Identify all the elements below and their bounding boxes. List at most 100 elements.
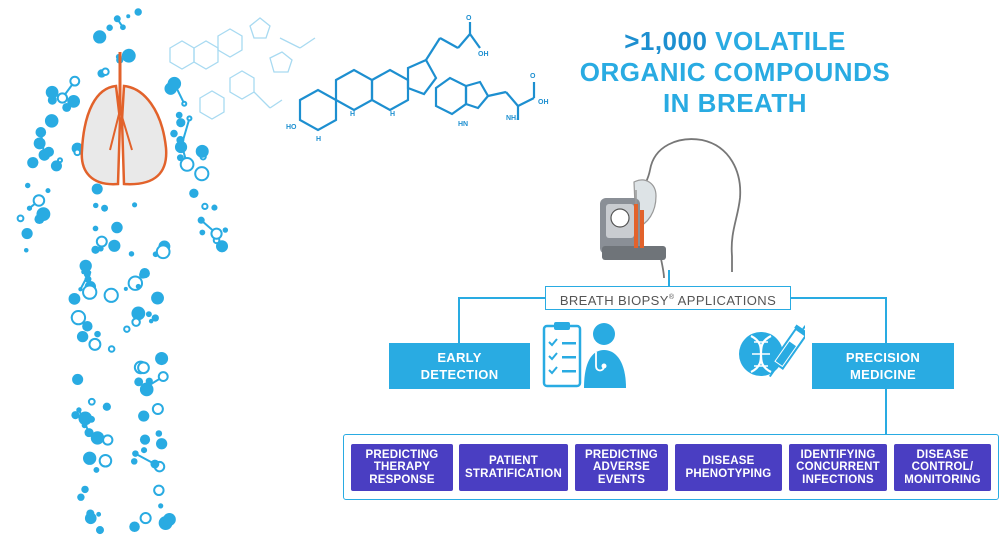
figure-node <box>113 15 121 23</box>
figure-node <box>106 24 113 32</box>
figure-node <box>88 337 102 351</box>
molecule-label-nh2: NH₂ <box>506 115 519 122</box>
figure-node <box>189 188 199 198</box>
figure-node <box>199 229 206 236</box>
figure-node <box>67 95 81 108</box>
figure-node <box>93 466 100 473</box>
figure-node <box>139 382 154 397</box>
figure-node <box>107 345 116 353</box>
category-precision-medicine: PRECISION MEDICINE <box>812 343 954 389</box>
figure-node <box>132 450 139 457</box>
figure-node <box>44 114 59 128</box>
figure-node <box>155 430 163 437</box>
figure-node <box>70 309 87 326</box>
figure-node <box>71 411 80 420</box>
figure-node <box>121 48 136 63</box>
headline: >1,000 VOLATILE ORGANIC COMPOUNDS IN BRE… <box>560 26 910 119</box>
figure-node <box>186 115 193 122</box>
figure-node <box>176 136 185 145</box>
figure-node <box>101 204 109 212</box>
figure-node <box>87 397 96 406</box>
figure-node <box>195 144 209 158</box>
outcome-identifying-concurrent-infections: IDENTIFYING CONCURRENT INFECTIONS <box>789 444 887 491</box>
figure-node <box>151 314 159 322</box>
figure-node <box>130 458 138 465</box>
headline-line3: IN BREATH <box>662 88 808 118</box>
figure-node <box>102 434 114 446</box>
figure-node <box>197 216 205 224</box>
outcome-predicting-therapy-response: PREDICTING THERAPY RESPONSE <box>351 444 453 491</box>
category-early-detection: EARLY DETECTION <box>389 343 530 389</box>
figure-node <box>45 188 51 194</box>
figure-node <box>90 431 105 445</box>
connector-vertical-right <box>885 297 887 343</box>
figure-node <box>174 140 188 154</box>
figure-node <box>155 352 169 366</box>
outcome-patient-stratification: PATIENT STRATIFICATION <box>459 444 568 491</box>
figure-node <box>24 182 31 189</box>
figure-node <box>123 286 128 291</box>
figure-node <box>131 317 141 327</box>
figure-node <box>138 410 150 422</box>
breath-sampler-device-icon <box>600 179 666 260</box>
connector-horizontal-right <box>790 297 886 299</box>
molecule-label-o1: O <box>466 15 472 22</box>
figure-node <box>176 118 186 128</box>
figure-node <box>157 371 169 383</box>
figure-node <box>78 287 83 292</box>
figure-node <box>97 245 104 252</box>
figure-node <box>98 454 113 468</box>
connector-horizontal-left <box>458 297 546 299</box>
figure-node <box>92 225 99 232</box>
figure-node <box>77 493 85 501</box>
figure-node <box>87 270 92 275</box>
outcome-disease-phenotyping: DISEASE PHENOTYPING <box>675 444 782 491</box>
connector-vertical-left <box>458 297 460 343</box>
figure-node <box>140 447 148 454</box>
figure-node <box>82 284 98 300</box>
figure-node <box>170 129 178 138</box>
figure-node <box>16 214 25 223</box>
headline-number: >1,000 <box>624 26 708 56</box>
molecular-human-figure-icon <box>16 8 229 535</box>
figure-node <box>139 434 151 445</box>
figure-node <box>151 403 164 416</box>
figure-node <box>82 321 93 332</box>
figure-node <box>72 373 84 386</box>
figure-node <box>151 291 164 305</box>
figure-node <box>129 521 140 533</box>
figure-node <box>156 438 168 450</box>
figure-node <box>96 511 102 517</box>
connector-vertical-top <box>668 270 670 287</box>
figure-node <box>120 24 126 31</box>
figure-node <box>79 259 92 273</box>
figure-node <box>69 75 81 87</box>
figure-node <box>92 202 99 209</box>
figure-node <box>87 415 95 423</box>
figure-node <box>76 330 89 343</box>
figure-node <box>175 111 183 119</box>
figure-node <box>123 325 131 333</box>
figure-node <box>134 377 144 387</box>
figure-node <box>91 245 100 254</box>
clipboard-doctor-icon <box>542 322 626 388</box>
figure-node <box>43 146 54 158</box>
figure-node <box>201 202 209 211</box>
molecule-label-o2: O <box>530 73 536 80</box>
figure-node <box>102 402 111 411</box>
molecule-label-h1: H <box>316 136 321 143</box>
figure-node <box>145 311 152 318</box>
figure-node <box>23 247 29 253</box>
figure-node <box>78 411 93 426</box>
molecule-label-h2: H <box>350 111 355 118</box>
figure-node <box>135 283 141 290</box>
figure-node <box>167 76 182 91</box>
headline-line1: VOLATILE <box>715 26 846 56</box>
figure-node <box>111 221 123 234</box>
outcome-disease-control-monitoring: DISEASE CONTROL/ MONITORING <box>894 444 991 491</box>
figure-node <box>56 92 69 104</box>
figure-node <box>81 422 88 429</box>
figure-node <box>95 526 105 535</box>
figure-node <box>153 484 165 497</box>
